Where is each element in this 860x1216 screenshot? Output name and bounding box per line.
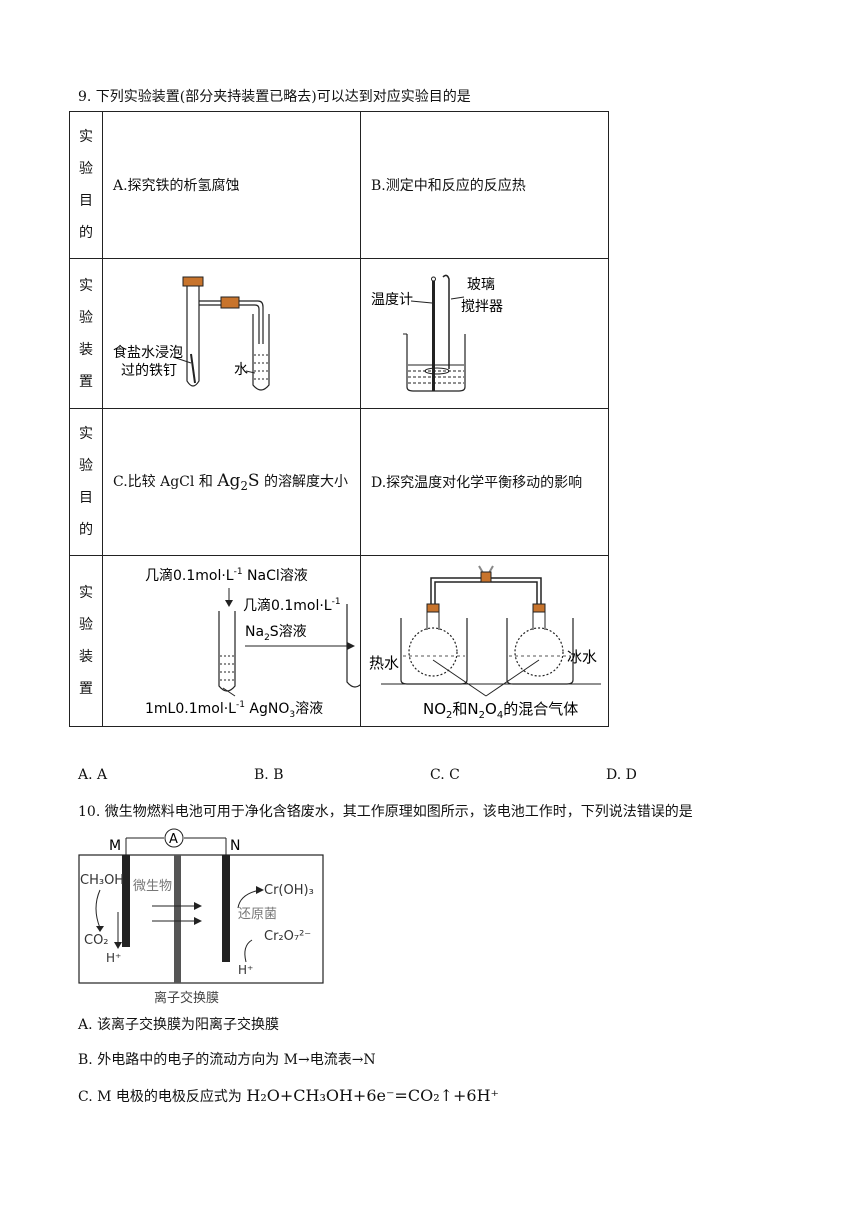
label-cold-water: 冰水 xyxy=(567,648,597,666)
label-c-bottom: 1mL0.1mol·L-1 AgNO3溶液 xyxy=(145,700,323,720)
ion-membrane xyxy=(174,855,181,983)
q9-option-c[interactable]: C. C xyxy=(430,767,460,783)
label-water: 水 xyxy=(234,362,248,378)
experiment-table: 实验目的 A.探究铁的析氢腐蚀 B.测定中和反应的反应热 实验装置 食盐水 xyxy=(69,111,609,727)
purpose-d: D.探究温度对化学平衡移动的影响 xyxy=(371,475,583,491)
q10-option-c[interactable]: C. M 电极的电极反应式为 H₂O+CH₃OH+6e⁻=CO₂↑+6H⁺ xyxy=(78,1086,499,1105)
label-croh3: Cr(OH)₃ xyxy=(264,883,314,898)
label-c-mid-2: Na2S溶液 xyxy=(245,624,307,643)
iron-corrosion-diagram: 食盐水浸泡 过的铁钉 水 xyxy=(113,276,270,391)
row-label-purpose: 实验目的 xyxy=(69,111,103,259)
label-reducer: 还原菌 xyxy=(238,907,277,922)
equilibrium-diagram: 热水 冰水 NO2和N2O4的混合气体 xyxy=(369,565,601,721)
q10-stem: 10. 微生物燃料电池可用于净化含铬废水，其工作原理如图所示，该电池工作时，下列… xyxy=(78,804,693,820)
label-nail-1: 食盐水浸泡 xyxy=(113,344,183,361)
label-glass-2: 搅拌器 xyxy=(461,299,503,315)
label-microbe: 微生物 xyxy=(133,879,172,894)
electrode-n xyxy=(222,855,230,962)
label-cr2o7: Cr₂O₇²⁻ xyxy=(264,929,311,944)
label-c-mid-1: 几滴0.1mol·L-1 xyxy=(243,597,341,614)
label-gas-mixture: NO2和N2O4的混合气体 xyxy=(423,700,578,721)
electrode-n-label: N xyxy=(230,838,240,854)
fuel-cell-diagram: A M N CH₃OH 微生物 CO₂ H⁺ Cr(OH)₃ 还原菌 Cr₂O₇… xyxy=(78,828,324,1006)
device-a: 食盐水浸泡 过的铁钉 水 xyxy=(102,258,361,409)
q10-option-a[interactable]: A. 该离子交换膜为阳离子交换膜 xyxy=(78,1017,280,1033)
row-label-device: 实验装置 xyxy=(69,258,103,409)
q9-option-d[interactable]: D. D xyxy=(606,767,637,783)
purpose-b: B.测定中和反应的反应热 xyxy=(371,178,526,194)
row-label-purpose-2: 实验目的 xyxy=(69,408,103,556)
solubility-diagram: 几滴0.1mol·L-1 NaCl溶液 几滴0.1mol·L-1 Na2S溶液 … xyxy=(145,567,364,720)
equation: H₂O+CH₃OH+6e⁻=CO₂↑+6H⁺ xyxy=(246,1086,499,1105)
label-nail-2: 过的铁钉 xyxy=(121,363,177,379)
ammeter-label: A xyxy=(169,832,178,847)
q9-option-a[interactable]: A. A xyxy=(78,767,108,783)
row-label-device-2: 实验装置 xyxy=(69,555,103,727)
calorimeter-diagram: 温度计 玻璃 搅拌器 xyxy=(371,274,503,392)
label-thermometer: 温度计 xyxy=(371,292,413,308)
electrode-m xyxy=(122,855,130,947)
label-glass-1: 玻璃 xyxy=(467,276,495,293)
electrode-m-label: M xyxy=(109,838,121,854)
label-co2: CO₂ xyxy=(84,933,109,948)
q9-option-b[interactable]: B. B xyxy=(254,767,284,783)
label-ch3oh: CH₃OH xyxy=(80,873,124,888)
label-c-top: 几滴0.1mol·L-1 NaCl溶液 xyxy=(145,567,308,584)
label-membrane: 离子交换膜 xyxy=(154,990,219,1006)
purpose-c: C.比较 AgCl 和 Ag2S 的溶解度大小 xyxy=(113,471,348,493)
purpose-a: A.探究铁的析氢腐蚀 xyxy=(113,178,240,194)
q9-stem: 9. 下列实验装置(部分夹持装置已略去)可以达到对应实验目的是 xyxy=(78,89,471,105)
label-h-right: H⁺ xyxy=(238,963,253,977)
label-hot-water: 热水 xyxy=(369,654,399,672)
q10-option-b[interactable]: B. 外电路中的电子的流动方向为 M→电流表→N xyxy=(78,1052,376,1068)
label-h-left: H⁺ xyxy=(106,951,121,965)
device-d: 热水 冰水 NO2和N2O4的混合气体 xyxy=(360,555,609,727)
device-c: 几滴0.1mol·L-1 NaCl溶液 几滴0.1mol·L-1 Na2S溶液 … xyxy=(102,555,364,727)
device-b: 温度计 玻璃 搅拌器 xyxy=(360,258,609,409)
